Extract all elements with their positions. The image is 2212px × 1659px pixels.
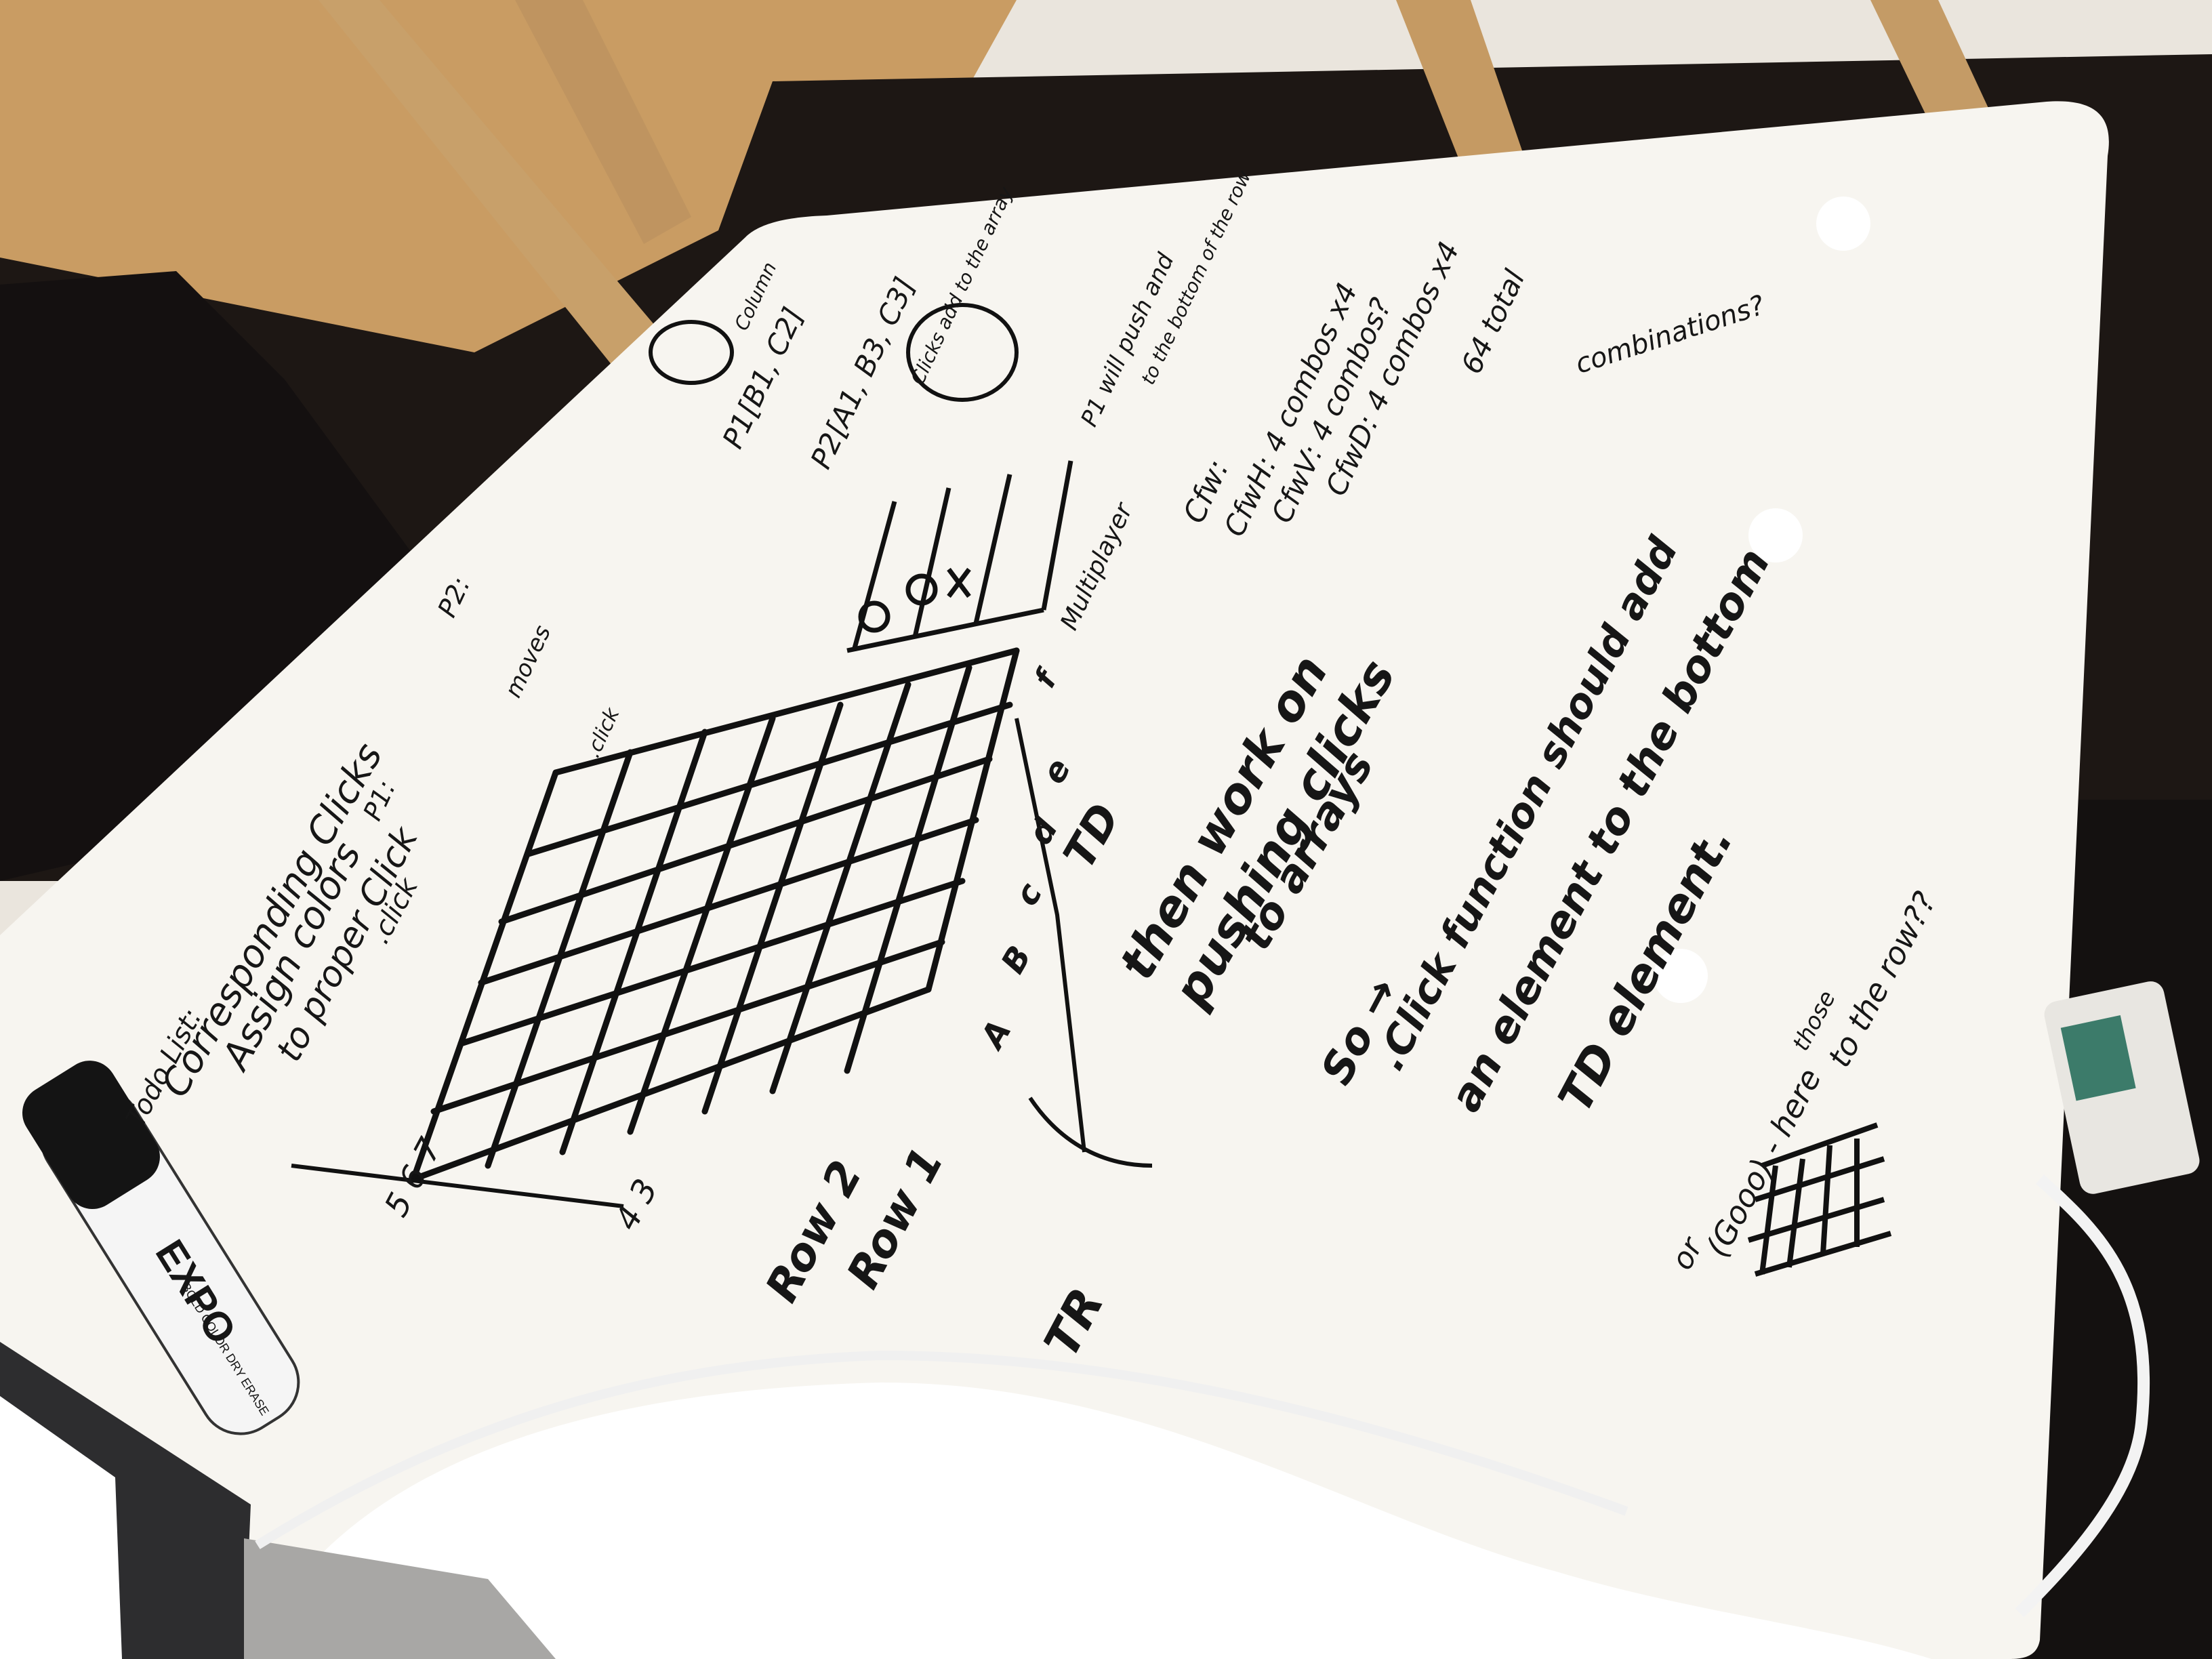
score-sketch [846, 460, 1073, 653]
wood-leg-1 [319, 0, 678, 380]
expo-marker [22, 1061, 300, 1435]
whiteboard-surface [0, 101, 2109, 1659]
laptop-screen [0, 1396, 122, 1659]
small-grid [1747, 1122, 1892, 1277]
glare-spot [1816, 197, 1870, 251]
board-cutout [285, 1382, 1931, 1659]
adapter-cable [2015, 1174, 2150, 1618]
game-grid [410, 647, 1020, 1183]
laptop-cable [255, 1350, 1629, 1549]
wood-leg-2 [515, 0, 691, 244]
circle-note-1 [649, 320, 734, 385]
glare-spot [1748, 508, 1803, 562]
bracket-arrow [1015, 718, 1086, 1153]
laptop-base [244, 1538, 556, 1659]
bracket-line [291, 1164, 624, 1208]
arrow-curve [1028, 1097, 1153, 1168]
glare-spot [1654, 949, 1708, 1003]
adapter-display [2060, 1015, 2136, 1101]
circle-note-2 [906, 303, 1019, 402]
